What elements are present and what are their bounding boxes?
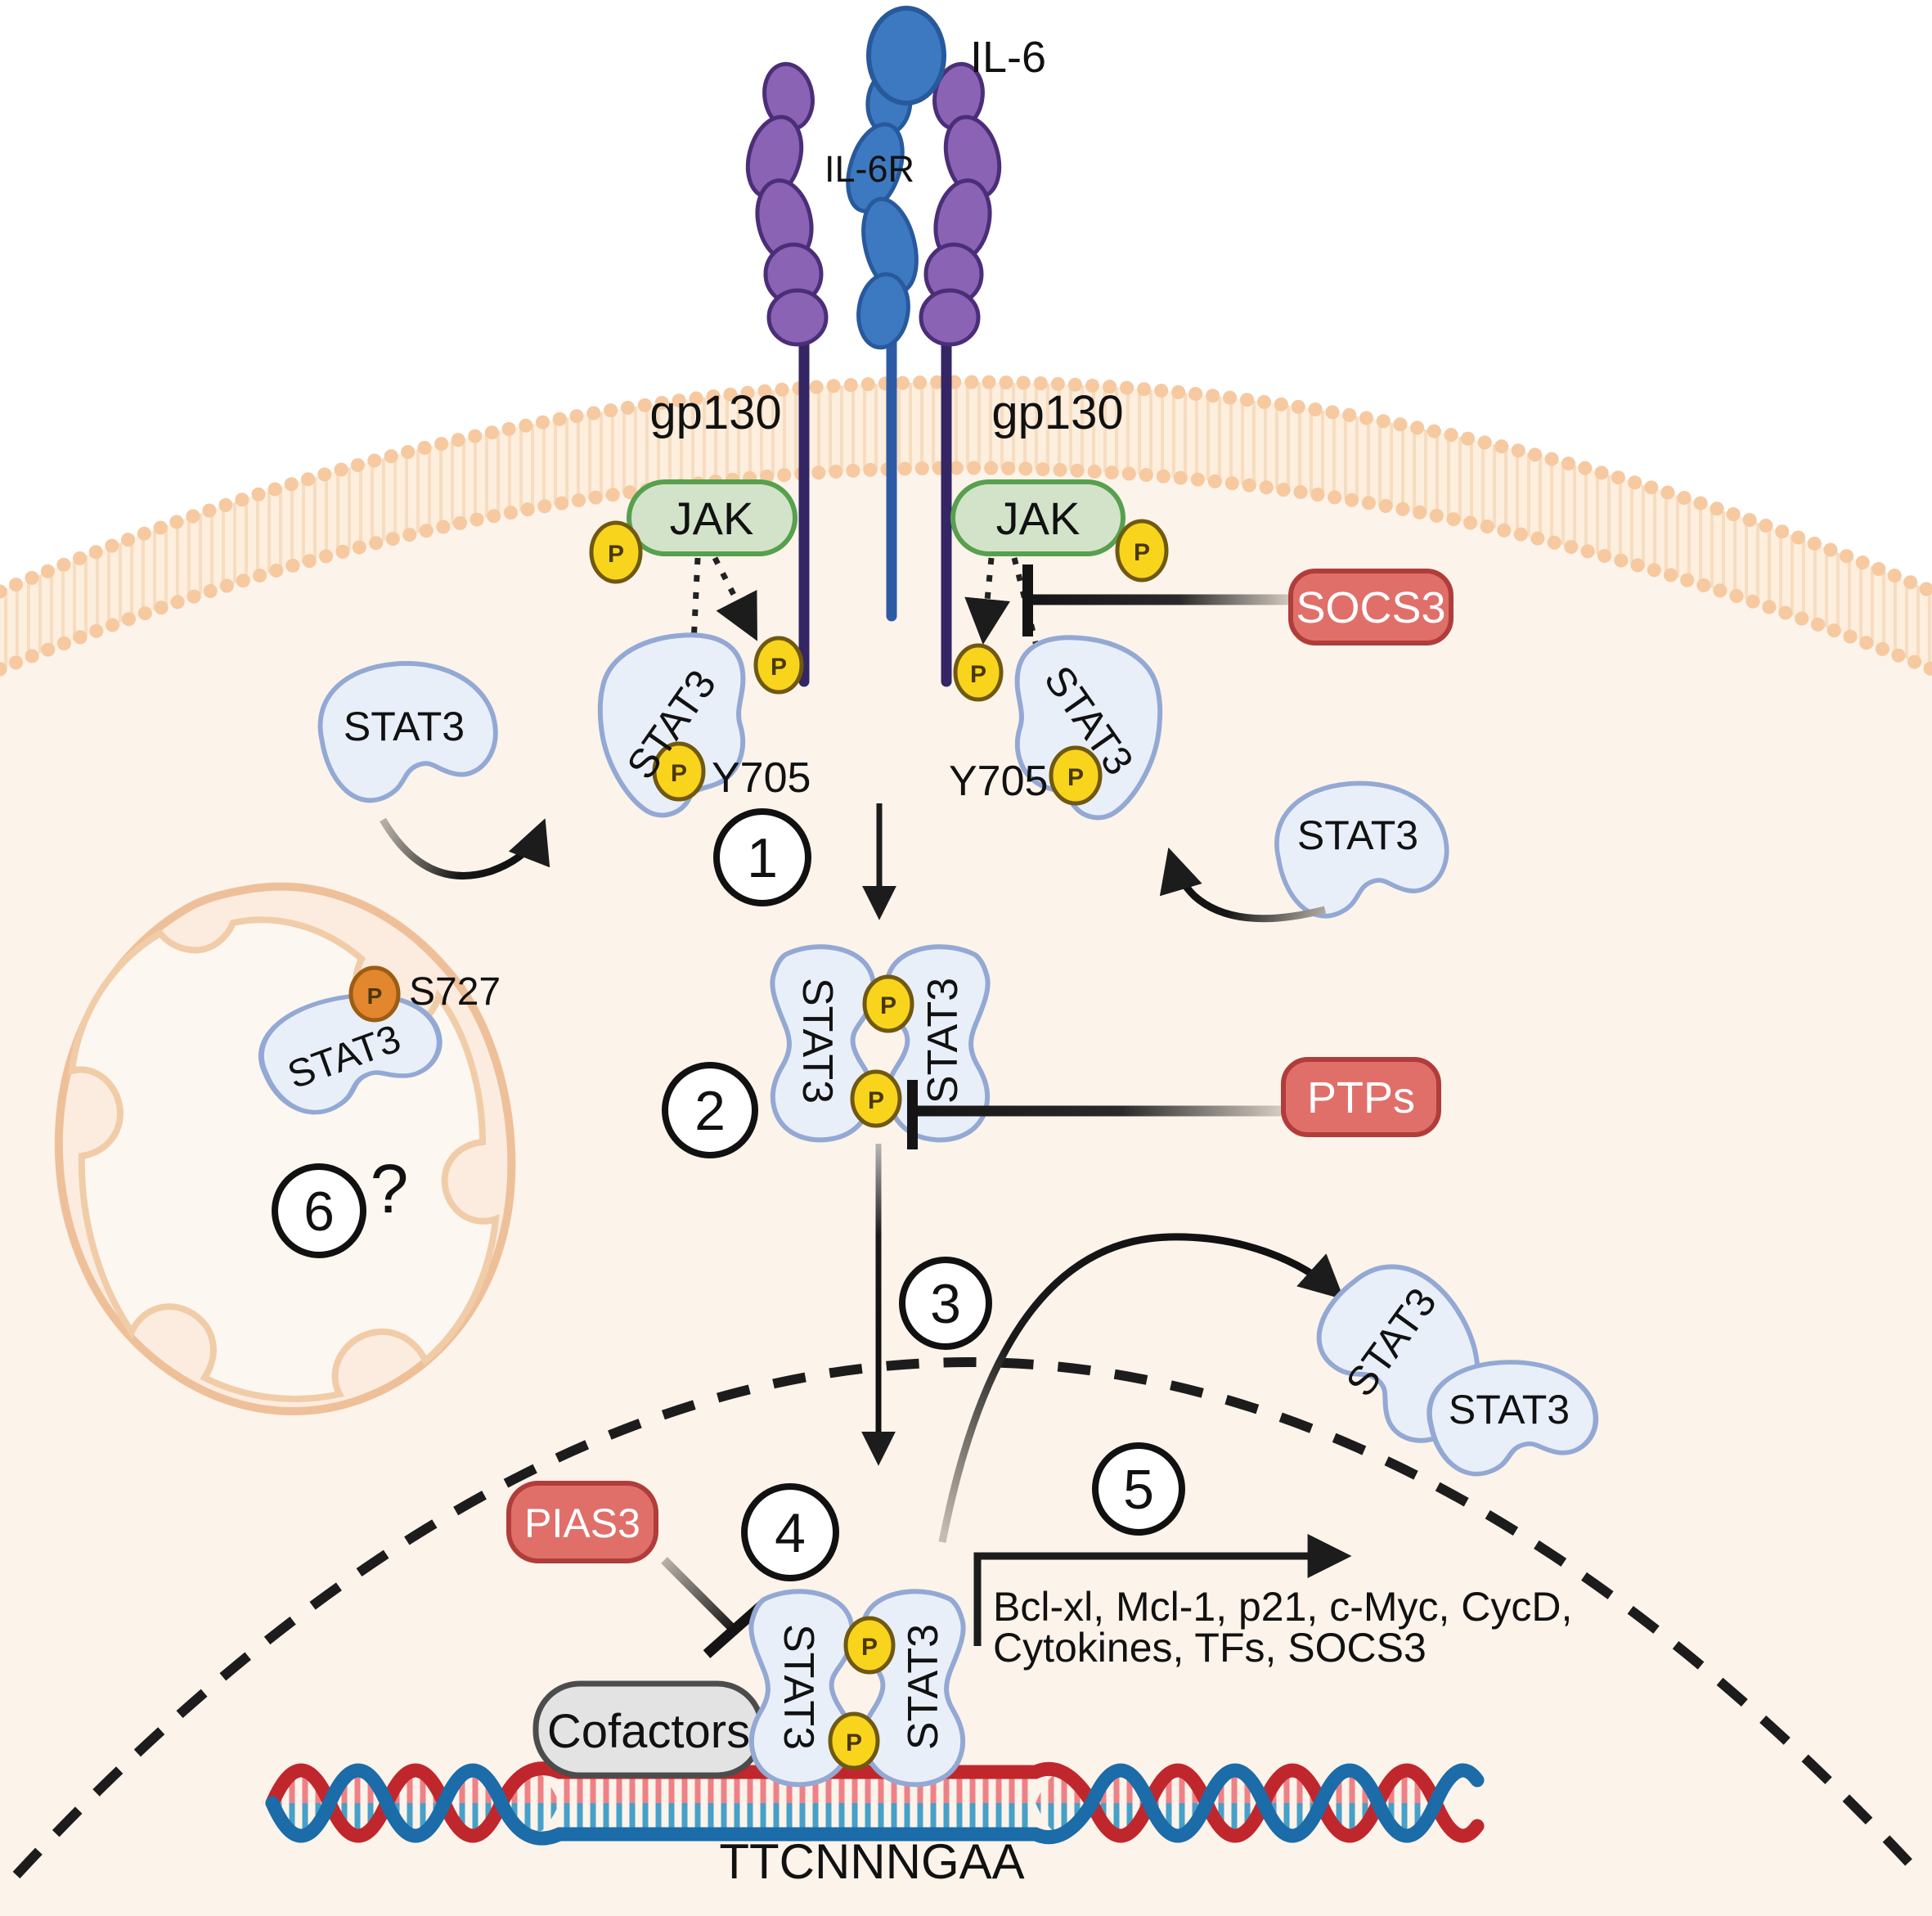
step1-circle <box>713 808 811 906</box>
jak-right-to-receptor-arrow <box>964 557 1011 645</box>
y705-left-label: Y705 <box>712 754 811 802</box>
dna-strand-blue <box>265 1763 1485 1846</box>
membrane-lipid-tails <box>0 382 1932 669</box>
p-label-jak-right: P <box>1134 539 1150 566</box>
stat3-exported-lower-label: STAT3 <box>1449 1387 1570 1433</box>
p-circle-dimer-bottom <box>850 1069 902 1128</box>
stat3-recruitment-arrow-right <box>1159 847 1327 923</box>
target-genes-line2: Cytokines, TFs, SOCS3 <box>993 1625 1427 1671</box>
p-label-receptor-right: P <box>970 661 986 688</box>
p-circle-dimer-top <box>862 974 914 1033</box>
step-circles <box>272 808 1185 1581</box>
step2-circle <box>662 1062 758 1158</box>
jak-right-box <box>950 479 1126 556</box>
cytoplasm-background <box>0 425 1932 1916</box>
step6-circle <box>272 1163 366 1258</box>
stat3-recruitment-arrow-left <box>380 817 550 880</box>
step3-number: 3 <box>930 1273 961 1335</box>
s727-label: S727 <box>409 970 501 1014</box>
ptps-label: PTPs <box>1307 1073 1415 1122</box>
ptps-box <box>1281 1057 1441 1137</box>
stat3-dimer-left-label: STAT3 <box>793 978 841 1104</box>
membrane-outer-bead-row <box>0 375 1932 599</box>
p-label-dimer-bottom: P <box>868 1087 884 1114</box>
pias3-box <box>506 1481 658 1563</box>
jak-left-box <box>627 479 798 556</box>
target-genes-arrow <box>973 1534 1352 1646</box>
p-circle-receptor-left <box>753 636 804 695</box>
stat3-free-right-label: STAT3 <box>1297 812 1418 858</box>
gp130-left-label: gp130 <box>649 386 781 439</box>
stat3-nuclear-right-label: STAT3 <box>900 1624 947 1750</box>
dna-binding-site-label: TTCNNNGAA <box>719 1834 1024 1889</box>
stat3-free-left-label: STAT3 <box>344 704 465 749</box>
p-label-y705-left: P <box>671 760 687 787</box>
step6-number: 6 <box>303 1181 335 1243</box>
plasma-membrane <box>0 375 1932 677</box>
ptps-inhibition-tbar <box>907 1080 918 1149</box>
target-genes-line1: Bcl-xl, Mcl-1, p21, c-Myc, CycD, <box>993 1584 1572 1630</box>
p-label-nuclear-bottom: P <box>846 1729 862 1756</box>
dna-base-pair-rungs <box>272 1774 1436 1833</box>
step3-circle <box>899 1257 992 1350</box>
step5-export-arrow <box>938 1233 1345 1543</box>
p-circle-nuclear-bottom <box>828 1711 880 1770</box>
cofactors-label: Cofactors <box>547 1705 750 1758</box>
step5-circle <box>1092 1442 1185 1536</box>
membrane-inner-bead-row <box>0 461 1932 677</box>
pias3-inhibition-line <box>661 1557 738 1634</box>
p-circle-jak-left <box>589 520 643 584</box>
il6-receptor-complex <box>745 6 1002 687</box>
socs3-label: SOCS3 <box>1296 583 1445 632</box>
mitochondrion <box>54 882 516 1416</box>
stat3-nuclear-left-label: STAT3 <box>775 1624 822 1750</box>
stat3-dimer-right-label: STAT3 <box>919 978 967 1104</box>
p-label-nuclear-top: P <box>861 1634 878 1661</box>
phosphate-groups <box>348 519 1169 1770</box>
p-label-receptor-left: P <box>771 654 787 681</box>
gp130-left-domains <box>745 61 829 347</box>
step5-number: 5 <box>1123 1459 1154 1521</box>
p-circle-y705-right <box>1049 745 1103 806</box>
il6-ligand <box>866 6 946 106</box>
p-label-s727: P <box>367 983 383 1009</box>
y705-right-label: Y705 <box>949 758 1048 805</box>
p-circle-jak-right <box>1115 519 1169 582</box>
step4-circle <box>741 1483 839 1581</box>
step6-question-mark: ? <box>371 1150 409 1227</box>
step1-number: 1 <box>747 827 778 889</box>
gp130-right-label: gp130 <box>991 386 1123 439</box>
nuclear-envelope-dashed <box>12 1357 1925 1879</box>
p-circle-receptor-right <box>953 643 1004 702</box>
socs3-box <box>1288 569 1453 645</box>
p-label-dimer-top: P <box>880 992 896 1019</box>
il6-label: IL-6 <box>970 33 1046 82</box>
socs3-inhibition-tbar <box>1022 564 1033 636</box>
step2-number: 2 <box>694 1080 726 1142</box>
p-circle-s727 <box>348 965 401 1023</box>
il6r-label: IL-6R <box>824 148 914 190</box>
p-label-y705-right: P <box>1067 764 1084 791</box>
step4-number: 4 <box>775 1502 806 1564</box>
jak-right-label: JAK <box>996 492 1081 544</box>
dna-double-helix <box>265 1761 1485 1846</box>
gp130-right-domains <box>919 61 1002 347</box>
jak-left-to-receptor-arrow <box>712 556 757 641</box>
pias3-label: PIAS3 <box>524 1500 640 1546</box>
p-circle-y705-left <box>652 741 706 802</box>
p-label-jak-left: P <box>608 541 624 568</box>
p-circle-nuclear-top <box>843 1616 896 1675</box>
jak-left-label: JAK <box>670 492 754 544</box>
